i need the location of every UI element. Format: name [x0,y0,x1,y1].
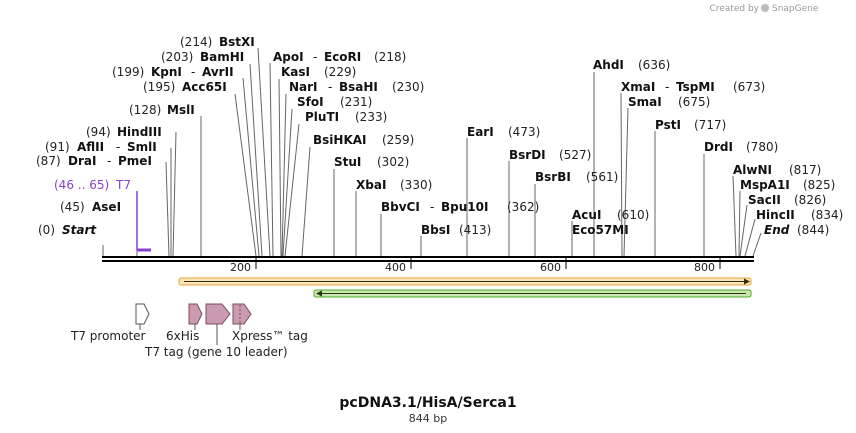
site-kasi[interactable]: KasI (229) [281,61,356,80]
site-bbsi[interactable]: BbsI (413) [421,219,491,238]
ruler-label-800: 800 [694,261,715,274]
site-kpni[interactable]: (199) KpnI - AvrII [112,61,234,80]
leader-apoi [269,62,274,257]
site-pluti[interactable]: PluTI (233) [305,106,387,125]
leader-xmai [620,92,623,257]
feature-t7-promoter[interactable]: T7 promoter [70,303,150,343]
credit-prefix: Created by [709,4,759,14]
site-leader-lines [102,47,762,257]
site-bstxi[interactable]: (214) BstXI [180,31,255,50]
xpress-tag-label: Xpress™ tag [232,329,308,343]
leader-smai [623,107,629,257]
site-drdi[interactable]: DrdI (780) [704,136,778,155]
site-eari[interactable]: EarI (473) [467,121,540,140]
orf-forward-arrowhead-icon [744,278,750,285]
sequence-ruler: 200 400 600 800 [102,256,754,274]
site-start[interactable]: (0) Start [38,219,97,238]
xpress-tag-arrow-icon [232,303,252,325]
t7-promoter-label: T7 promoter [70,329,146,343]
leader-pluti [284,123,300,257]
site-sacii[interactable]: SacII (826) [748,189,826,208]
site-bsrdi[interactable]: BsrDI (527) [509,144,591,163]
site-xbai[interactable]: XbaI (330) [356,174,432,193]
site-end[interactable]: End (844) [764,219,829,238]
site-aflii[interactable]: (91) AflII - SmlI [45,136,157,155]
snapgene-logo-icon [761,4,769,12]
6xhis-arrow-icon [188,303,203,325]
6xhis-label: 6xHis [166,329,199,343]
leader-bsihkai [301,146,311,257]
t7-tag-arrow-icon [205,303,231,325]
site-alwni[interactable]: AlwNI (817) [733,159,821,178]
site-psti[interactable]: PstI (717) [655,114,726,133]
site-msli[interactable]: (128) MslI [129,99,195,118]
t7-tag-label: T7 tag (gene 10 leader) [144,345,288,359]
site-hincii[interactable]: HincII (834) [756,204,843,223]
leader-drai [165,161,170,257]
site-acui[interactable]: AcuI (610) [572,204,649,223]
site-drai[interactable]: (87) DraI - PmeI [36,150,152,169]
leader-acc65i [234,93,257,257]
site-labels: (0) Start (45) AseI (46 .. 65) T7 (87) D… [36,31,843,238]
ruler-label-200: 200 [230,261,251,274]
leader-kpni [242,77,260,257]
leader-bstxi [257,47,271,257]
site-bsrbi[interactable]: BsrBI (561) [535,166,618,185]
site-ahdi[interactable]: AhdI (636) [593,54,670,73]
leader-kasi [278,78,282,257]
site-bamhi[interactable]: (203) BamHI [161,46,244,65]
site-sfoi[interactable]: SfoI (231) [297,91,372,110]
leader-end [752,232,762,257]
leader-mspa1i [738,190,741,257]
ruler-label-400: 400 [385,261,406,274]
t7-primer-mark [136,191,151,252]
site-eco57mi[interactable]: Eco57MI [572,223,629,237]
orf-reverse[interactable] [313,289,752,298]
ruler-label-600: 600 [540,261,561,274]
site-smai[interactable]: SmaI (675) [628,91,710,110]
site-bsihkai[interactable]: BsiHKAI (259) [313,129,414,148]
leader-sfoi [282,108,293,257]
site-nari[interactable]: NarI - BsaHI (230) [289,76,424,95]
site-asei[interactable]: (45) AseI [60,196,121,215]
site-xmai[interactable]: XmaI - TspMI (673) [621,76,765,95]
leader-hindiii [172,131,177,257]
feature-xpress-tag[interactable]: Xpress™ tag [232,303,308,343]
site-mspa1i[interactable]: MspA1I (825) [740,174,835,193]
leader-alwni [732,175,737,257]
site-acc65i[interactable]: (195) Acc65I [143,76,227,95]
map-length: 844 bp [409,412,447,425]
leader-bamhi [249,63,263,257]
feature-t7-tag[interactable]: T7 tag (gene 10 leader) [144,303,288,359]
orf-forward[interactable] [178,277,752,286]
snapgene-credit: Created by SnapGene [709,4,819,14]
leader-sacii [739,204,748,257]
site-t7-primer[interactable]: (46 .. 65) T7 [54,174,131,193]
map-title: pcDNA3.1/HisA/Serca1 [339,395,516,411]
leader-nari [281,93,287,257]
site-bbvci[interactable]: BbvCI - Bpu10I (362) [381,196,539,215]
t7-promoter-arrow-icon [135,303,150,325]
leader-hincii [744,218,756,257]
site-hindiii[interactable]: (94) HindIII [86,121,162,140]
orf-reverse-arrowhead-icon [316,290,322,297]
feature-6xhis[interactable]: 6xHis [166,303,203,343]
site-apoi[interactable]: ApoI - EcoRI (218) [273,46,406,65]
credit-brand: SnapGene [772,4,819,14]
site-stui[interactable]: StuI (302) [334,151,409,170]
